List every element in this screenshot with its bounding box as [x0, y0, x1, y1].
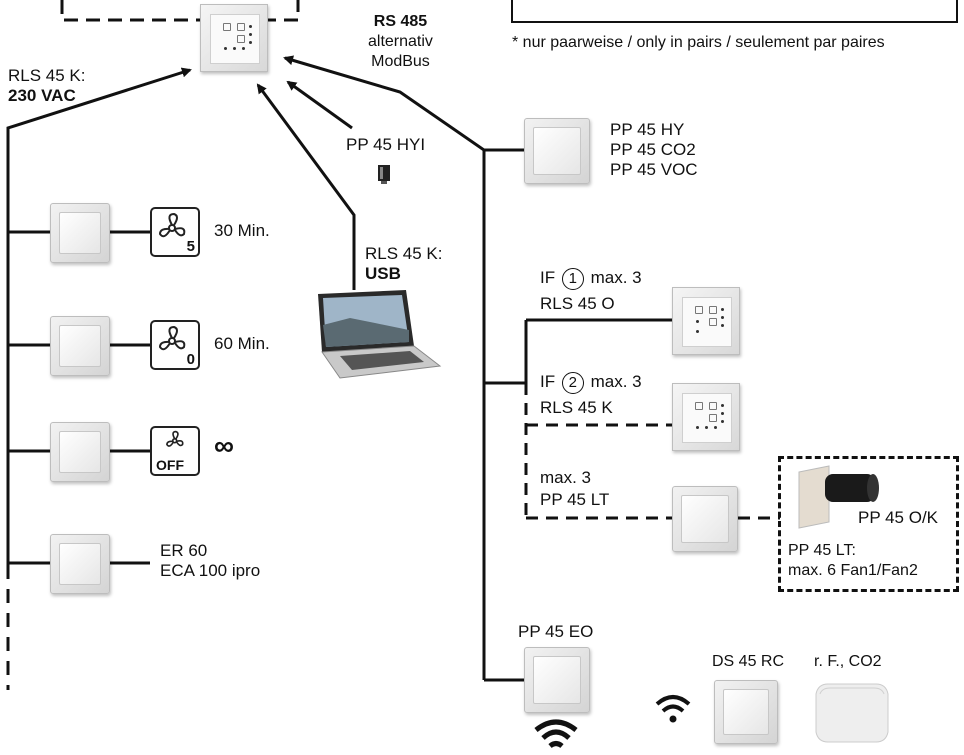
pairs-note: * nur paarweise / only in pairs / seulem… [512, 34, 885, 51]
pp45hyi-label: PP 45 HYI [346, 135, 426, 154]
lt-note-line2: max. 6 Fan1/Fan2 [788, 562, 918, 579]
ds45rc-label: DS 45 RC [712, 653, 785, 670]
rs485-alt1: alternativ [368, 33, 433, 50]
lt-note: PP 45 LT: max. 6 Fan1/Fan2 [788, 541, 918, 581]
pp45co2-label: PP 45 CO2 [610, 140, 696, 159]
main-controller [200, 4, 268, 72]
ds45rc-remote [714, 680, 778, 744]
if1-number: 1 [561, 268, 584, 290]
timer-60-label: 60 Min. [214, 334, 270, 353]
lt-fan-box [778, 456, 959, 592]
lt-device: PP 45 LT [540, 490, 610, 509]
switch-30min [50, 203, 110, 263]
top-dashed-box [60, 0, 300, 22]
hyi-arrow [286, 80, 353, 130]
fan-off-icon: OFF [150, 426, 200, 476]
er60-line2: ECA 100 ipro [160, 561, 261, 580]
lt-note-line1: PP 45 LT: [788, 542, 856, 559]
rls45k-usb-label: RLS 45 K: USB [365, 244, 443, 284]
lt-label: max. 3 PP 45 LT [540, 468, 609, 510]
if1-label: IF 1 max. 3 RLS 45 O [540, 268, 642, 314]
rls45k-power-line1: RLS 45 K: [8, 66, 86, 85]
rs485-bus-line [283, 55, 486, 680]
laptop-icon [318, 290, 442, 379]
pp45eo-box [524, 647, 590, 713]
lt-count: max. 3 [540, 468, 592, 487]
pp45voc-label: PP 45 VOC [610, 160, 698, 179]
pp45ok-label: PP 45 O/K [858, 508, 939, 527]
if1-prefix: IF [540, 268, 556, 287]
pp45lt-box [672, 486, 738, 552]
er60-label: ER 60 ECA 100 ipro [160, 541, 260, 581]
rf-co2-label: r. F., CO2 [814, 653, 882, 670]
fan-off-text: OFF [156, 457, 184, 473]
fan-timer-30-icon: 5 [150, 207, 200, 257]
pp45eo-label: PP 45 EO [518, 622, 594, 641]
if2-number: 2 [561, 372, 584, 394]
rls45k-power-line2: 230 VAC [8, 86, 76, 105]
timer-30-label: 30 Min. [214, 221, 270, 240]
switch-60min [50, 316, 110, 376]
rls45k-controller [672, 383, 740, 451]
rls45o-controller [672, 287, 740, 355]
fan-timer-60-digit: 0 [186, 351, 195, 368]
rs485-label: RS 485 alternativ ModBus [368, 12, 433, 72]
note-box [511, 0, 958, 23]
if2-prefix: IF [540, 372, 556, 391]
pp45ok-fan-icon [798, 465, 879, 529]
wifi-icon [534, 719, 578, 749]
rls45k-usb-line1: RLS 45 K: [365, 244, 443, 263]
fan-timer-60-icon: 0 [150, 320, 200, 370]
hyi-sensor-icon [378, 165, 390, 184]
rs485-alt2: ModBus [371, 53, 430, 70]
er60-line1: ER 60 [160, 541, 208, 560]
sensor-box [524, 118, 590, 184]
switch-er60 [50, 534, 110, 594]
fan-timer-30-digit: 5 [186, 238, 195, 255]
if2-device: RLS 45 K [540, 398, 613, 417]
left-bus-line [6, 67, 192, 565]
timer-infinite-label: ∞ [214, 430, 234, 461]
if1-device: RLS 45 O [540, 294, 615, 313]
rs485-title: RS 485 [373, 13, 428, 30]
if1-count: max. 3 [590, 268, 642, 287]
sensor-labels: PP 45 HY PP 45 CO2 PP 45 VOC [610, 120, 698, 180]
rls45k-power-label: RLS 45 K: 230 VAC [8, 66, 86, 106]
wifi-icon [655, 695, 691, 723]
usb-line [256, 83, 356, 290]
if2-count: max. 3 [590, 372, 642, 391]
pp45hy-label: PP 45 HY [610, 120, 685, 139]
rls45k-usb-line2: USB [365, 264, 401, 283]
switch-infinite [50, 422, 110, 482]
rf-co2-sensor-icon [815, 683, 889, 743]
if2-label: IF 2 max. 3 RLS 45 K [540, 372, 642, 418]
